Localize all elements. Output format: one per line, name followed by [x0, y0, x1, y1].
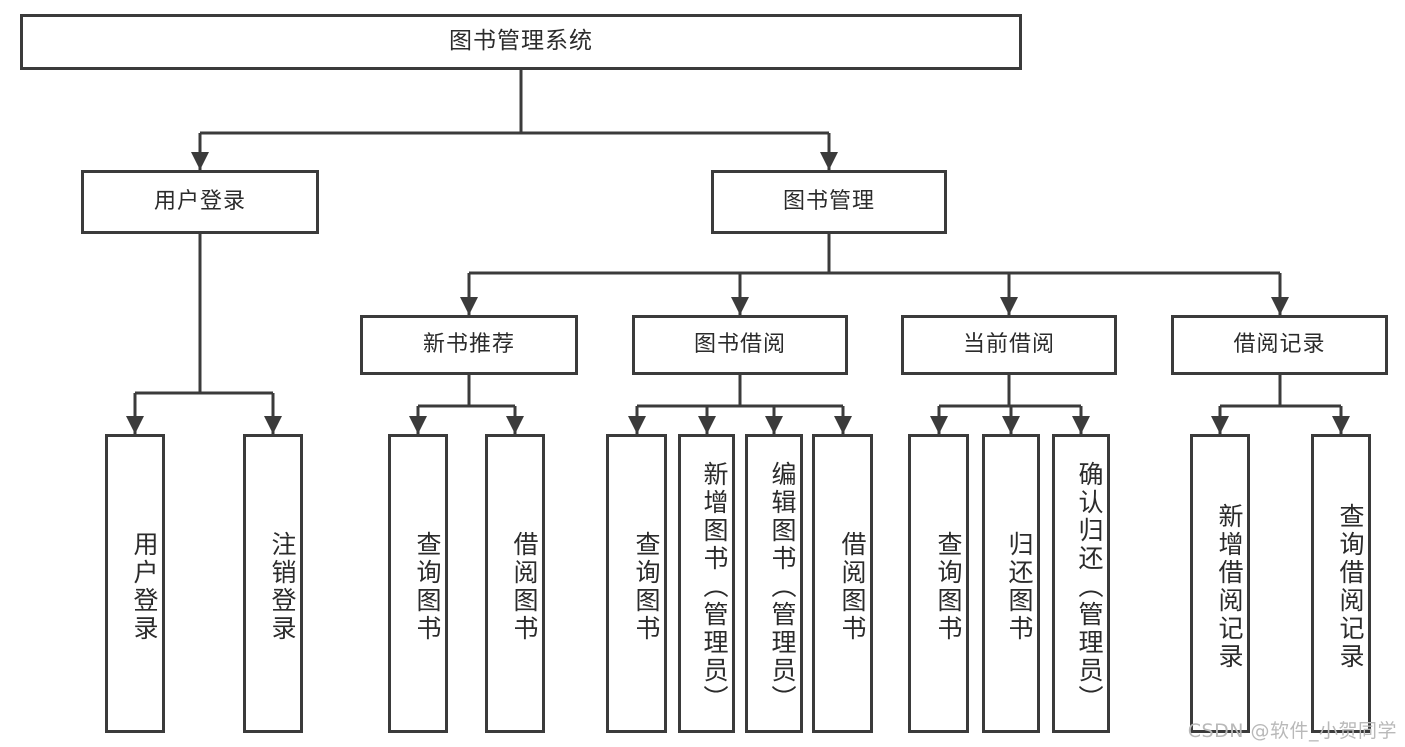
node-leaf-add-borrow-record[interactable]: 新增借阅记录	[1190, 434, 1250, 733]
node-label: 用户登录	[130, 530, 159, 643]
node-label: 查询图书	[632, 530, 661, 643]
node-label: 图书管理	[782, 188, 875, 214]
node-leaf-user-login[interactable]: 用户登录	[105, 434, 165, 733]
node-leaf-user-logout[interactable]: 注销登录	[243, 434, 303, 733]
node-leaf-add-book-admin[interactable]: 新增图书（管理员）	[678, 434, 735, 733]
node-label: 用户登录	[153, 188, 246, 214]
node-label: 查询图书	[413, 530, 442, 643]
node-label: 新书推荐	[422, 331, 515, 357]
node-user-login[interactable]: 用户登录	[81, 170, 319, 234]
node-book-management[interactable]: 图书管理	[711, 170, 947, 234]
node-leaf-return-book[interactable]: 归还图书	[982, 434, 1040, 733]
node-leaf-query-book[interactable]: 查询图书	[606, 434, 667, 733]
csdn-watermark: CSDN @软件_小贺同学	[1187, 720, 1397, 742]
node-label: 图书管理系统	[449, 28, 593, 55]
node-borrow-records[interactable]: 借阅记录	[1171, 315, 1388, 375]
node-current-borrowing[interactable]: 当前借阅	[901, 315, 1117, 375]
node-leaf-edit-book-admin[interactable]: 编辑图书（管理员）	[745, 434, 803, 733]
node-label: 图书借阅	[693, 331, 786, 357]
node-label: 新增图书（管理员）	[700, 460, 729, 713]
node-label: 确认归还（管理员）	[1075, 460, 1104, 713]
node-label: 借阅图书	[510, 530, 539, 643]
node-leaf-query-book-current[interactable]: 查询图书	[908, 434, 969, 733]
node-leaf-confirm-return-admin[interactable]: 确认归还（管理员）	[1052, 434, 1110, 733]
node-label: 编辑图书（管理员）	[768, 460, 797, 713]
node-label: 借阅图书	[838, 530, 867, 643]
node-root-book-management-system[interactable]: 图书管理系统	[20, 14, 1022, 70]
node-label: 查询借阅记录	[1336, 502, 1365, 671]
node-label: 当前借阅	[962, 331, 1055, 357]
node-label: 新增借阅记录	[1215, 502, 1244, 671]
node-leaf-borrow-book-new[interactable]: 借阅图书	[485, 434, 545, 733]
node-new-book-recommendation[interactable]: 新书推荐	[360, 315, 578, 375]
node-label: 查询图书	[934, 530, 963, 643]
node-label: 归还图书	[1005, 530, 1034, 643]
node-label: 借阅记录	[1233, 331, 1326, 357]
node-book-borrowing[interactable]: 图书借阅	[632, 315, 848, 375]
node-leaf-borrow-book[interactable]: 借阅图书	[812, 434, 873, 733]
node-leaf-query-borrow-record[interactable]: 查询借阅记录	[1311, 434, 1371, 733]
node-label: 注销登录	[268, 530, 297, 643]
node-leaf-query-book-new[interactable]: 查询图书	[388, 434, 448, 733]
